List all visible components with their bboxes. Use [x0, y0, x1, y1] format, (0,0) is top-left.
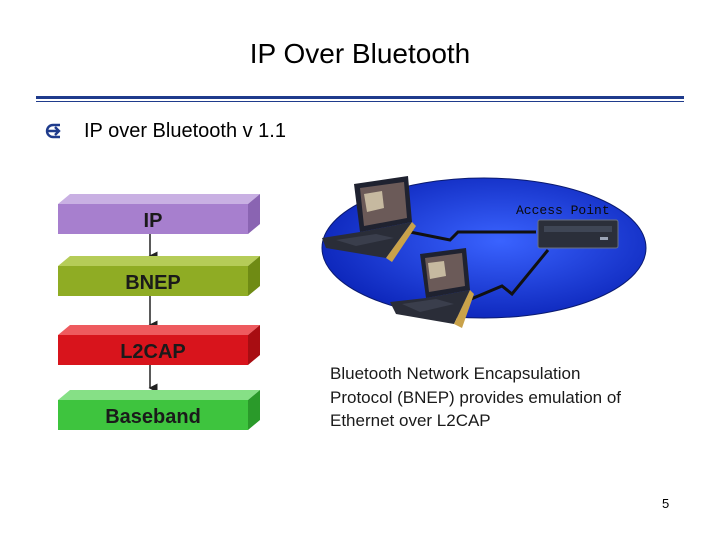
curved-arrow-bullet-icon	[45, 123, 61, 139]
stack-layer-label: IP	[144, 210, 163, 232]
stack-layer-ip: IP	[58, 194, 260, 234]
laptop-icon	[390, 248, 474, 328]
caption-line: Ethernet over L2CAP	[330, 411, 491, 430]
access-point-icon	[537, 219, 619, 249]
wireless-link-icon	[409, 230, 536, 242]
title-divider-thin	[36, 101, 684, 102]
protocol-stack-diagram: IP BNEP L2CAP Baseband	[58, 192, 264, 434]
stack-layer-label: L2CAP	[120, 341, 186, 363]
wireless-link-icon	[463, 249, 550, 304]
title-divider	[36, 96, 684, 99]
stack-layer-l2cap: L2CAP	[58, 325, 260, 365]
protocol-stack-graphic: IP BNEP L2CAP Baseband	[58, 194, 260, 430]
network-graphic: Access Point	[321, 176, 647, 328]
caption-line: Protocol (BNEP) provides emulation of	[330, 387, 622, 407]
bullet-item: IP over Bluetooth v 1.1	[44, 117, 286, 145]
laptop-icon	[322, 176, 416, 262]
caption-line: Bluetooth Network Encapsulation	[330, 364, 581, 383]
bullet-text: IP over Bluetooth v 1.1	[84, 119, 286, 142]
stack-layer-label: Baseband	[105, 406, 201, 428]
stack-layer-label: BNEP	[125, 272, 181, 294]
page-number: 5	[662, 496, 670, 511]
access-point-label: Access Point	[516, 203, 610, 218]
network-illustration: Access Point	[316, 174, 656, 334]
stack-layer-baseband: Baseband	[58, 390, 260, 430]
bnep-caption: Bluetooth Network Encapsulation Protocol…	[330, 362, 670, 433]
stack-layer-bnep: BNEP	[58, 256, 260, 296]
slide-title: IP Over Bluetooth	[249, 38, 471, 69]
